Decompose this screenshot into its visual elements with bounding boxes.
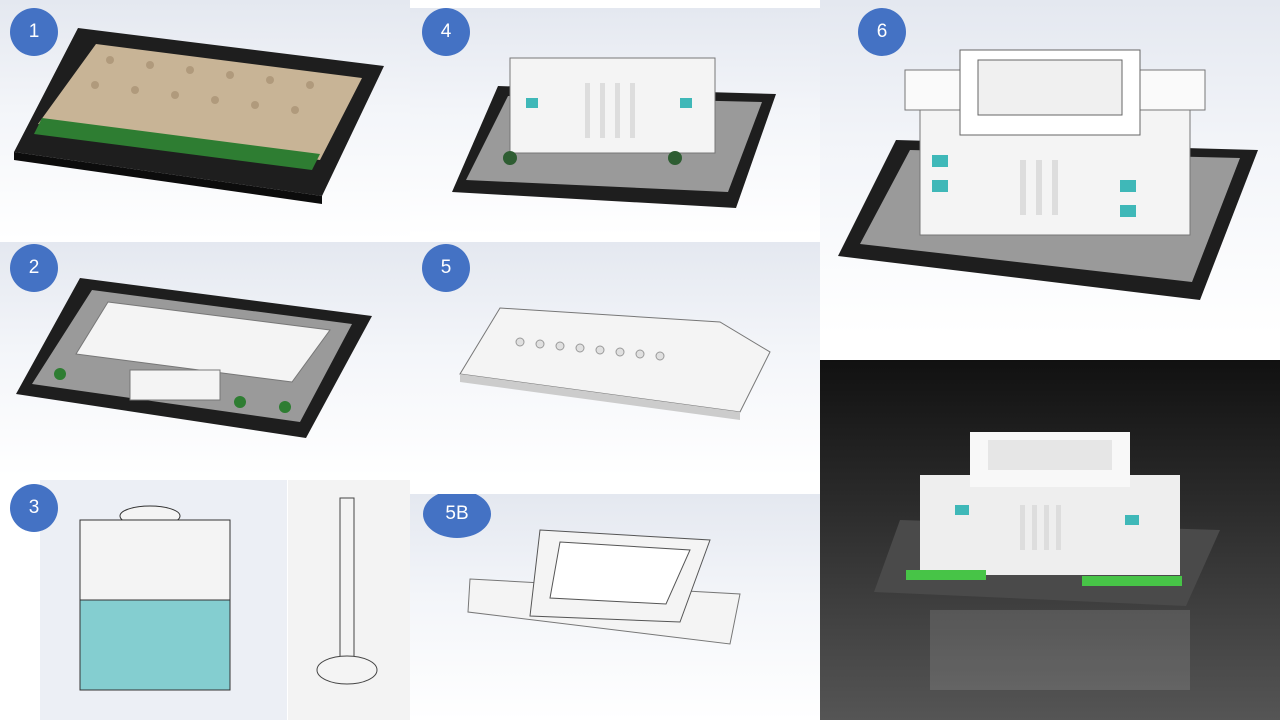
roof-plates-illustration xyxy=(459,307,771,420)
step-badge: 6 xyxy=(858,8,906,56)
final-building-render xyxy=(874,432,1220,690)
step-2-panel: 2 xyxy=(0,242,410,477)
step-badge: 2 xyxy=(10,244,58,292)
border-and-bricks-illustration xyxy=(16,278,372,438)
step-3-panel: 3 xyxy=(0,480,410,720)
step-5-panel: 5 xyxy=(410,242,820,477)
stacked-roof-illustration xyxy=(467,529,741,645)
completed-building-illustration xyxy=(838,49,1258,300)
baseplate-illustration xyxy=(14,28,384,204)
step-4-panel: 4 xyxy=(410,8,820,236)
column-parts-illustration xyxy=(40,480,410,720)
step-badge: 5 xyxy=(422,244,470,292)
step-badge: 4 xyxy=(422,8,470,56)
walls-illustration xyxy=(452,57,776,208)
step-badge: 5B xyxy=(423,494,491,538)
step-badge: 1 xyxy=(10,8,58,56)
final-render-panel xyxy=(820,360,1280,720)
step-badge: 3 xyxy=(10,484,58,532)
step-6-panel: 6 xyxy=(820,0,1280,335)
step-1-panel: 1 xyxy=(0,0,410,240)
step-5b-panel: 5B xyxy=(410,494,820,720)
